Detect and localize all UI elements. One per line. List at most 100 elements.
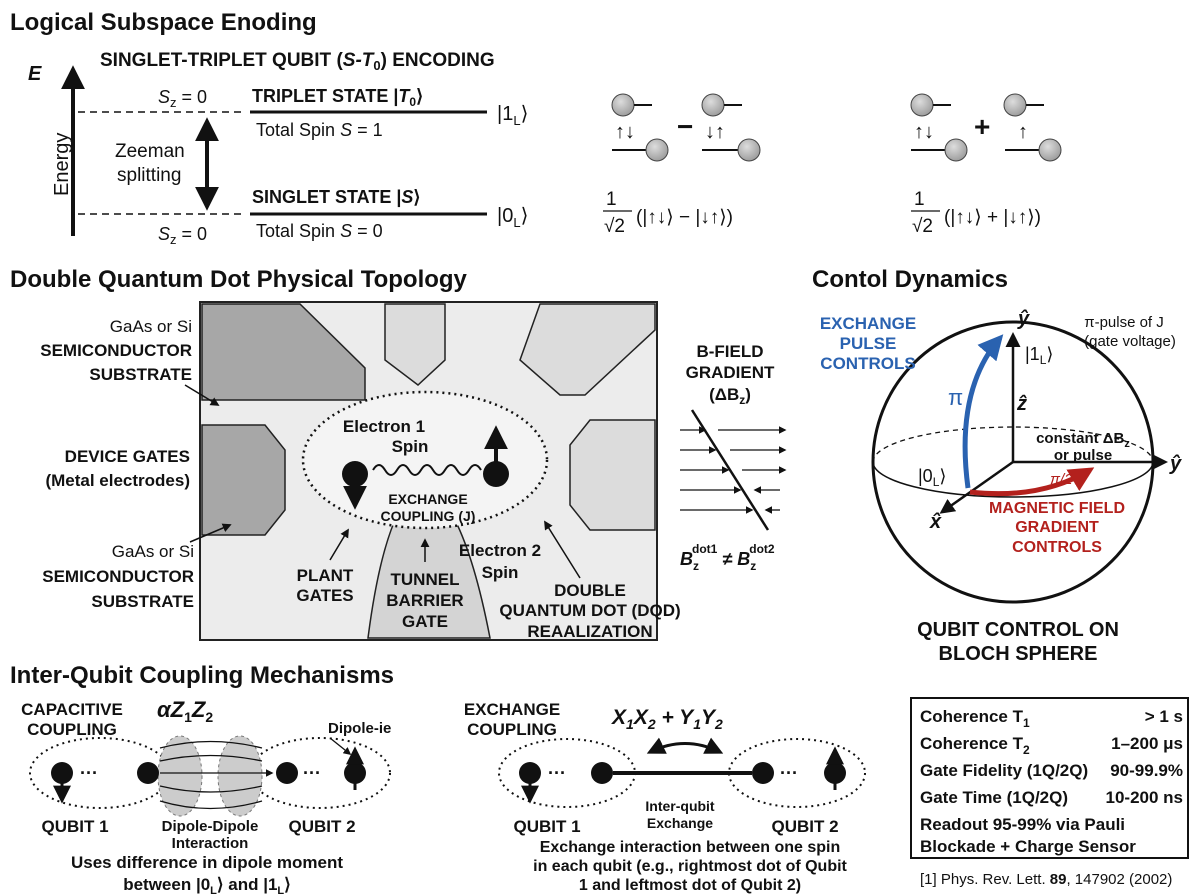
svg-text:QUBIT 1: QUBIT 1 <box>513 817 580 836</box>
svg-text:Gate Time (1Q/2Q): Gate Time (1Q/2Q) <box>920 788 1068 807</box>
svg-text:√2: √2 <box>912 216 933 237</box>
svg-text:1: 1 <box>914 189 925 210</box>
svg-text:QUBIT CONTROL ON: QUBIT CONTROL ON <box>917 619 1119 641</box>
svg-text:Spin: Spin <box>392 437 429 456</box>
gate-left <box>201 424 286 536</box>
dipole-field-lobe-right <box>217 735 263 817</box>
svg-text:constant ΔBz: constant ΔBz <box>1036 430 1130 450</box>
svg-text:SEMICONDUCTOR: SEMICONDUCTOR <box>40 341 192 360</box>
minus-sign: − <box>677 111 693 142</box>
dipole-field-lobe-left <box>157 735 203 817</box>
device-topology: Electron 1 Spin EXCHANGE COUPLING (J) El… <box>40 301 681 641</box>
svg-text:x̂: x̂ <box>929 511 942 533</box>
svg-text:REAALIZATION: REAALIZATION <box>527 622 652 641</box>
svg-text:TUNNEL: TUNNEL <box>391 570 460 589</box>
energy-axis-symbol: E <box>28 63 42 85</box>
singlet-formula: (|↑↓⟩ − |↓↑⟩) <box>636 207 733 228</box>
spec-row: Gate Time (1Q/2Q) 10-200 ns <box>920 788 1183 807</box>
zeeman-label-1: Zeeman <box>115 141 185 162</box>
svg-text:···: ··· <box>780 763 798 783</box>
exchange-wave <box>372 464 482 476</box>
energy-axis-label: Energy <box>51 133 73 196</box>
xxyy-term: X1X2 + Y1Y2 <box>611 706 723 732</box>
gate-right <box>569 419 656 531</box>
svg-text:QUBIT 1: QUBIT 1 <box>41 817 108 836</box>
svg-text:GATE: GATE <box>402 612 448 631</box>
svg-text:or pulse: or pulse <box>1054 447 1112 464</box>
svg-text:COUPLING (J): COUPLING (J) <box>381 508 476 524</box>
svg-text:SEMICONDUCTOR: SEMICONDUCTOR <box>42 567 194 586</box>
svg-text:CONTROLS: CONTROLS <box>1012 539 1102 556</box>
svg-text:CAPACITIVE: CAPACITIVE <box>21 700 123 719</box>
exchange-pulse-arc <box>962 334 1004 489</box>
triplet-dot-picture: ↑↓ + ↑ 1 √2 (|↑↓⟩ + |↓↑⟩) <box>910 93 1062 237</box>
svg-text:1–200 μs: 1–200 μs <box>1111 734 1183 753</box>
triplet-formula: (|↑↓⟩ + |↓↑⟩) <box>944 207 1041 228</box>
svg-text:GaAs or Si: GaAs or Si <box>110 317 192 336</box>
equator-front <box>872 461 1154 498</box>
svg-text:Dipole-Dipole: Dipole-Dipole <box>162 818 259 835</box>
svg-text:in each qubit (e.g., rightmost: in each qubit (e.g., rightmost dot of Qu… <box>533 858 847 875</box>
encoding-title: SINGLET-TRIPLET QUBIT (S-T0) ENCODING <box>100 50 495 73</box>
svg-text:10-200 ns: 10-200 ns <box>1106 788 1184 807</box>
section-title-topology: Double Quantum Dot Physical Topology <box>10 266 468 293</box>
spec-row: Gate Fidelity (1Q/2Q) 90-99.9% <box>920 761 1183 780</box>
magnetic-gradient-arc <box>969 467 1095 497</box>
triplet-state-label: TRIPLET STATE |T0⟩ <box>252 86 423 109</box>
svg-text:EXCHANGE: EXCHANGE <box>820 314 916 333</box>
singlet-state-label: SINGLET STATE |S⟩ <box>252 187 420 207</box>
section-title-coupling: Inter-Qubit Coupling Mechanisms <box>10 662 394 689</box>
svg-text:GRADIENT: GRADIENT <box>686 363 775 382</box>
svg-text:QUBIT 2: QUBIT 2 <box>288 817 355 836</box>
triplet-spin-label: Total Spin S = 1 <box>256 120 383 140</box>
citation: [1] Phys. Rev. Lett. 89, 147902 (2002) <box>920 871 1172 888</box>
svg-text:(Metal electrodes): (Metal electrodes) <box>45 471 190 490</box>
singlet-spin-label: Total Spin S = 0 <box>256 221 383 241</box>
svg-text:SUBSTRATE: SUBSTRATE <box>89 365 192 384</box>
svg-text:Spin: Spin <box>482 563 519 582</box>
svg-text:π: π <box>948 385 963 410</box>
svg-text:Gate Fidelity (1Q/2Q): Gate Fidelity (1Q/2Q) <box>920 761 1088 780</box>
svg-text:COUPLING: COUPLING <box>467 720 557 739</box>
bloch-ket0: |0L⟩ <box>918 466 946 489</box>
svg-text:1: 1 <box>606 189 617 210</box>
svg-text:↑↓: ↑↓ <box>615 121 635 143</box>
capacitive-coupling: CAPACITIVE COUPLING Dipole-ie ··· ··· QU… <box>21 697 391 896</box>
sz-top-label: Sz = 0 <box>158 87 207 110</box>
svg-text:(ΔBz): (ΔBz) <box>709 385 751 407</box>
svg-text:PULSE: PULSE <box>840 334 897 353</box>
svg-text:Electron 2: Electron 2 <box>459 541 541 560</box>
svg-text:EXCHANGE: EXCHANGE <box>464 700 560 719</box>
svg-text:π/2: π/2 <box>1050 471 1073 488</box>
gate-top-left <box>201 303 366 401</box>
svg-text:SUBSTRATE: SUBSTRATE <box>91 592 194 611</box>
svg-text:B-FIELD: B-FIELD <box>696 342 763 361</box>
section-title-logical: Logical Subspace Enoding <box>10 9 317 36</box>
svg-text:ŷ: ŷ <box>1169 453 1182 475</box>
svg-text:Exchange: Exchange <box>647 815 713 831</box>
svg-text:CONTROLS: CONTROLS <box>820 354 915 373</box>
bloch-ket1: |1L⟩ <box>1025 344 1053 367</box>
gate-top-center <box>384 303 446 386</box>
svg-text:···: ··· <box>80 763 98 783</box>
svg-text:Interaction: Interaction <box>172 835 249 852</box>
svg-text:↑: ↑ <box>1018 121 1028 143</box>
exchange-coupling: EXCHANGE COUPLING X1X2 + Y1Y2 ··· ··· QU… <box>464 700 866 894</box>
svg-text:COUPLING: COUPLING <box>27 720 117 739</box>
svg-text:DOUBLE: DOUBLE <box>554 581 626 600</box>
svg-text:↓↑: ↓↑ <box>705 121 725 143</box>
svg-text:90-99.9%: 90-99.9% <box>1110 761 1183 780</box>
logical-one-ket: |1L⟩ <box>497 103 528 128</box>
svg-text:DEVICE GATES: DEVICE GATES <box>65 447 190 466</box>
azz-term: αZ1Z2 <box>157 697 213 725</box>
svg-text:GRADIENT: GRADIENT <box>1015 519 1099 536</box>
svg-text:Uses difference in dipole mome: Uses difference in dipole moment <box>71 853 343 872</box>
svg-text:Dipole-ie: Dipole-ie <box>328 720 391 737</box>
svg-text:MAGNETIC FIELD: MAGNETIC FIELD <box>989 500 1125 517</box>
svg-text:π-pulse of J: π-pulse of J <box>1084 314 1164 331</box>
svg-text:Inter-qubit: Inter-qubit <box>645 798 715 814</box>
b-field-gradient: B-FIELD GRADIENT (ΔBz) Bzdot1 ≠ Bzdot2 <box>680 342 787 573</box>
